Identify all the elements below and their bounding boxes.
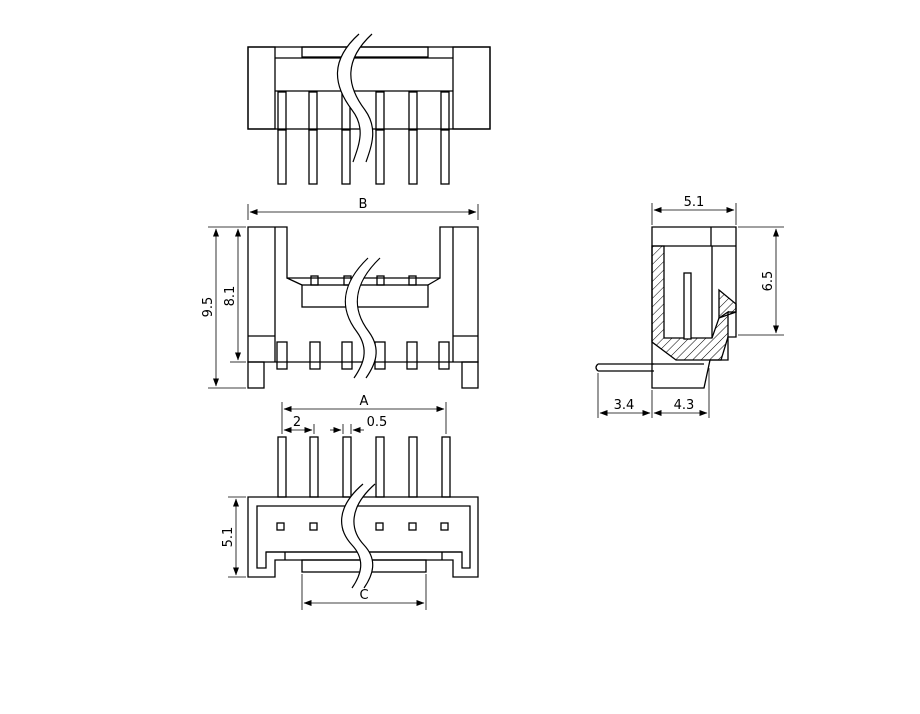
dimension-side-height-label: 6.5: [761, 271, 776, 292]
dimension-pin-width-label: 0.5: [367, 415, 388, 430]
dimension-side-width-label: 5.1: [684, 195, 705, 210]
dimension-c: C: [301, 574, 427, 610]
dimension-body-depth-label: 4.3: [674, 398, 695, 413]
dimension-depth-bottom-label: 5.1: [221, 527, 236, 548]
front-view-break-line: [344, 257, 381, 379]
dimension-depth-bottom: 5.1: [221, 496, 246, 578]
dimension-pitch: 2: [283, 415, 315, 434]
bottom-view-break-line: [341, 483, 376, 589]
dimension-side-height: 6.5: [738, 226, 784, 336]
dimension-bottom-row: 3.4 4.3: [597, 368, 710, 418]
top-view-break-line: [336, 33, 374, 163]
dimension-pitch-label: 2: [293, 415, 301, 430]
dimension-side-width: 5.1: [651, 195, 737, 225]
top-view-pins: [275, 90, 453, 185]
dimension-a: A: [281, 394, 447, 434]
dimension-height-total-label: 9.5: [201, 297, 216, 318]
dimension-pin-length-label: 3.4: [614, 398, 635, 413]
front-view: B 9.5 8.1: [201, 197, 479, 389]
dimension-height-body: 8.1: [223, 228, 246, 363]
dimension-pin-width: 0.5: [330, 415, 387, 434]
dimension-a-label: A: [360, 394, 369, 409]
dimension-c-label: C: [359, 588, 368, 603]
top-view: [247, 33, 491, 185]
dimension-height-total: 9.5: [201, 226, 246, 389]
bottom-view-contact-holes: [276, 522, 449, 531]
dimension-b-label: B: [359, 197, 368, 212]
dimension-b: B: [247, 197, 479, 220]
side-section-view: 5.1 6.5 3.4 4.3: [595, 195, 784, 418]
dimension-height-body-label: 8.1: [223, 286, 238, 307]
bottom-view: A 2 0.5 5.1 C: [221, 394, 479, 610]
